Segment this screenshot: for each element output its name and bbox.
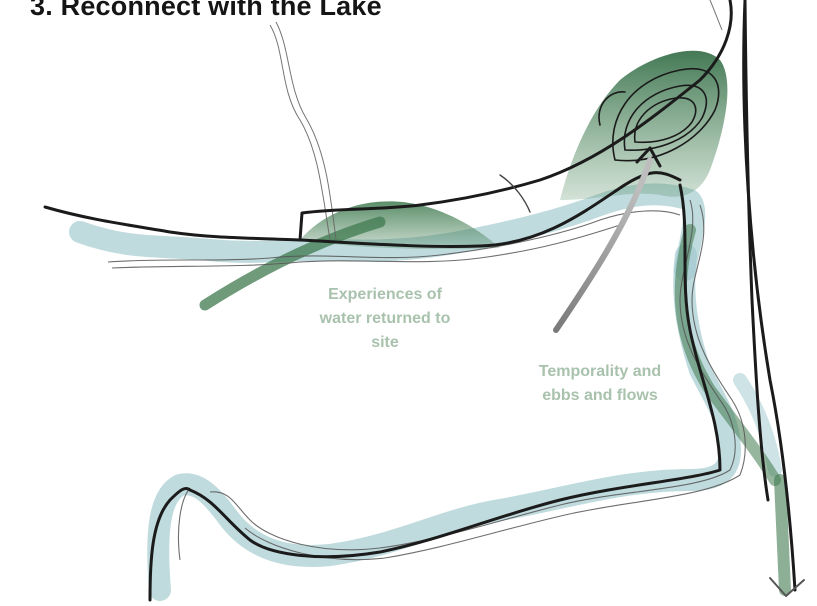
annotation-line: site	[285, 331, 485, 355]
annotation-line: Temporality and	[505, 360, 695, 384]
annotation-line: water returned to	[285, 307, 485, 331]
annotation-line: ebbs and flows	[505, 384, 695, 408]
annotation-line: Experiences of	[285, 283, 485, 307]
annotation-temporality: Temporality and ebbs and flows	[505, 360, 695, 408]
annotation-water-returned: Experiences of water returned to site	[285, 283, 485, 355]
green-strokes	[205, 222, 785, 590]
detail-strokes	[500, 175, 530, 212]
